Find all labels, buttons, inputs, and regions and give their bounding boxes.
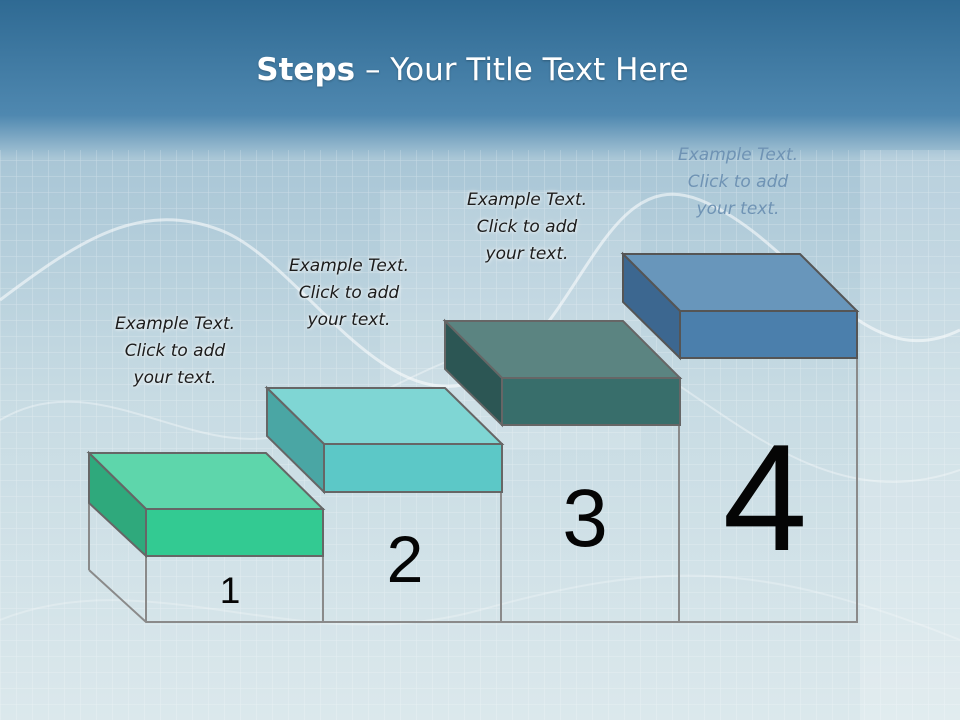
- step-2-number: 2: [386, 522, 424, 596]
- step-4-number: 4: [722, 413, 808, 583]
- step-3-text[interactable]: Example Text. Click to add your text.: [437, 187, 617, 268]
- step-4-text-line-3: your text.: [696, 199, 780, 219]
- step-1-number: 1: [219, 570, 241, 611]
- page-title: Steps – Your Title Text Here: [0, 52, 945, 88]
- step-2-text-line-2: Click to add: [298, 283, 400, 303]
- step-4-text-line-2: Click to add: [687, 172, 789, 192]
- step-1-front: [145, 508, 324, 557]
- title-bold: Steps: [256, 52, 356, 88]
- step-3-block[interactable]: [442, 318, 683, 428]
- step-1-block[interactable]: [86, 450, 326, 559]
- step-3-front: [501, 377, 681, 426]
- step-2-block[interactable]: [264, 385, 505, 495]
- step-3-text-line-1: Example Text.: [466, 190, 588, 210]
- step-4-block[interactable]: [620, 251, 860, 361]
- step-1-text[interactable]: Example Text. Click to add your text.: [85, 311, 265, 392]
- stairs-outline: [88, 355, 858, 623]
- step-3-text-line-2: Click to add: [476, 217, 578, 237]
- step-1-text-line-3: your text.: [133, 368, 217, 388]
- step-3-text-line-3: your text.: [485, 244, 569, 264]
- step-1-text-line-1: Example Text.: [114, 314, 236, 334]
- step-2-text-line-3: your text.: [307, 310, 391, 330]
- title-rest: – Your Title Text Here: [355, 52, 689, 88]
- step-2-front: [323, 443, 503, 493]
- step-3-number: 3: [562, 473, 608, 564]
- step-1-text-line-2: Click to add: [124, 341, 226, 361]
- step-4-front: [679, 310, 858, 359]
- step-2-text-line-1: Example Text.: [288, 256, 410, 276]
- step-2-text[interactable]: Example Text. Click to add your text.: [259, 253, 439, 334]
- step-4-text-line-1: Example Text.: [677, 145, 799, 165]
- step-4-text[interactable]: Example Text. Click to add your text.: [648, 142, 828, 223]
